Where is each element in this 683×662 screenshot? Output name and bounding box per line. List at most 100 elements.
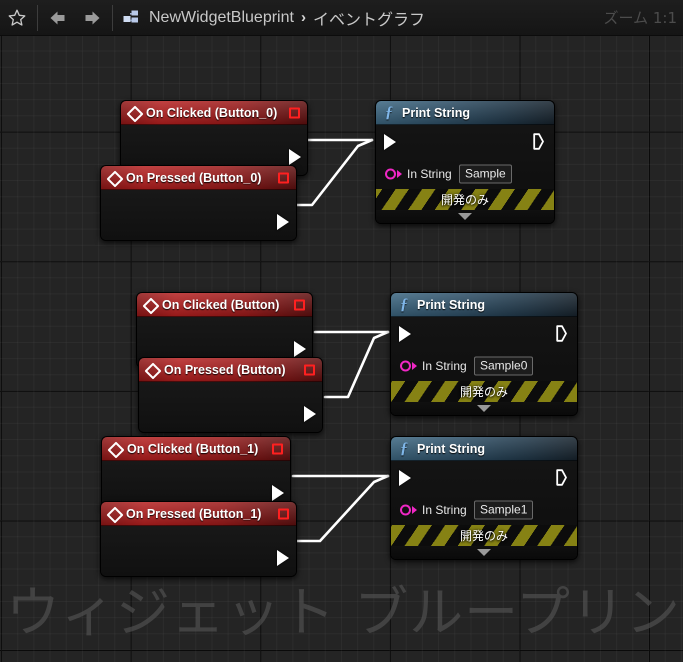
in-string-value-field[interactable]: Sample0: [474, 356, 534, 376]
node-header[interactable]: On Clicked (Button_1): [102, 437, 290, 461]
event-diamond-icon: [108, 508, 121, 521]
node-header[interactable]: ƒ Print String: [376, 101, 554, 125]
exec-input-pin[interactable]: [399, 326, 411, 342]
node-collapse-toggle[interactable]: [376, 210, 554, 223]
development-only-label: 開発のみ: [440, 193, 489, 207]
node-title: Print String: [417, 298, 486, 312]
event-diamond-icon: [144, 299, 157, 312]
in-string-label: In String: [422, 503, 467, 517]
in-string-pin-row: In String Sample1: [391, 495, 577, 525]
function-f-icon: ƒ: [400, 440, 408, 457]
event-diamond-icon: [109, 443, 122, 456]
node-header[interactable]: On Pressed (Button): [139, 358, 322, 382]
breadcrumb-separator-icon: ›: [300, 9, 306, 26]
exec-input-pin[interactable]: [384, 134, 396, 150]
in-string-pin[interactable]: [400, 504, 411, 516]
node-title: On Clicked (Button_1): [127, 442, 259, 456]
zoom-level-label: ズーム 1:1: [603, 9, 677, 27]
event-node-on-clicked-button-1[interactable]: On Clicked (Button_1): [101, 436, 291, 512]
event-node-on-pressed-button-1[interactable]: On Pressed (Button_1): [100, 501, 297, 577]
editor-toolbar: NewWidgetBlueprint › イベントグラフ ズーム 1:1: [0, 0, 683, 36]
pin-arrow-icon: [397, 170, 402, 178]
function-f-icon: ƒ: [400, 296, 408, 313]
development-only-label: 開発のみ: [459, 385, 508, 399]
in-string-pin-row: In String Sample0: [391, 351, 577, 381]
star-icon: [8, 9, 26, 26]
exec-output-pin[interactable]: [294, 341, 306, 357]
node-body: In String Sample 開発のみ: [376, 125, 554, 223]
node-title: Print String: [402, 106, 471, 120]
toolbar-separator: [37, 4, 38, 31]
in-string-pin[interactable]: [385, 168, 396, 180]
node-title: On Pressed (Button): [164, 363, 286, 377]
exec-pin-row: [391, 461, 577, 495]
event-node-on-pressed-button-0[interactable]: On Pressed (Button_0): [100, 165, 297, 241]
exec-pin-row: [391, 317, 577, 351]
exec-pin-row: [376, 125, 554, 159]
in-string-pin-row: In String Sample: [376, 159, 554, 189]
in-string-label: In String: [407, 167, 452, 181]
function-f-icon: ƒ: [385, 104, 393, 121]
event-diamond-icon: [128, 107, 141, 120]
node-header[interactable]: On Pressed (Button_1): [101, 502, 296, 526]
exec-output-pin[interactable]: [556, 469, 567, 486]
function-node-print-string-1[interactable]: ƒ Print String In String Sample 開発のみ: [375, 100, 555, 224]
node-header[interactable]: ƒ Print String: [391, 293, 577, 317]
breadcrumb-current[interactable]: イベントグラフ: [312, 9, 425, 29]
node-collapse-toggle[interactable]: [391, 546, 577, 559]
exec-output-pin[interactable]: [289, 149, 301, 165]
favorite-button[interactable]: [0, 1, 34, 35]
delegate-output-pin[interactable]: [304, 364, 315, 376]
blueprint-graph-icon: [123, 10, 138, 22]
forward-button[interactable]: [75, 1, 109, 35]
node-body: In String Sample1 開発のみ: [391, 461, 577, 559]
node-title: On Pressed (Button_0): [126, 171, 262, 185]
event-diamond-icon: [108, 172, 121, 185]
back-button[interactable]: [41, 1, 75, 35]
delegate-output-pin[interactable]: [278, 172, 289, 184]
event-node-on-clicked-button[interactable]: On Clicked (Button): [136, 292, 313, 368]
function-node-print-string-2[interactable]: ƒ Print String In String Sample0 開発のみ: [390, 292, 578, 416]
development-only-label: 開発のみ: [459, 529, 508, 543]
in-string-pin[interactable]: [400, 360, 411, 372]
event-node-on-pressed-button[interactable]: On Pressed (Button): [138, 357, 323, 433]
node-body: [101, 526, 296, 576]
graph-watermark: ウィジェット ブループリン: [6, 581, 681, 644]
node-body: [101, 190, 296, 240]
arrow-back-icon: [50, 11, 65, 24]
delegate-output-pin[interactable]: [272, 443, 283, 455]
arrow-forward-icon: [85, 11, 100, 24]
node-collapse-toggle[interactable]: [391, 402, 577, 415]
wire-exec: [286, 474, 390, 543]
node-header[interactable]: On Clicked (Button): [137, 293, 312, 317]
wire-exec: [323, 330, 390, 399]
in-string-value-field[interactable]: Sample: [459, 164, 512, 184]
function-node-print-string-3[interactable]: ƒ Print String In String Sample1 開発のみ: [390, 436, 578, 560]
node-header[interactable]: On Clicked (Button_0): [121, 101, 307, 125]
node-title: On Clicked (Button): [162, 298, 280, 312]
node-header[interactable]: ƒ Print String: [391, 437, 577, 461]
delegate-output-pin[interactable]: [278, 508, 289, 520]
exec-output-pin[interactable]: [272, 485, 284, 501]
in-string-value-field[interactable]: Sample1: [474, 500, 534, 520]
development-only-banner: 開発のみ: [391, 525, 577, 546]
event-diamond-icon: [146, 364, 159, 377]
node-header[interactable]: On Pressed (Button_0): [101, 166, 296, 190]
node-body: In String Sample0 開発のみ: [391, 317, 577, 415]
pin-arrow-icon: [412, 362, 417, 370]
exec-output-pin[interactable]: [277, 214, 289, 230]
exec-output-pin[interactable]: [304, 406, 316, 422]
breadcrumb: NewWidgetBlueprint › イベントグラフ: [122, 6, 604, 30]
breadcrumb-root[interactable]: NewWidgetBlueprint: [149, 8, 294, 26]
node-title: On Clicked (Button_0): [146, 106, 278, 120]
exec-output-pin[interactable]: [277, 550, 289, 566]
delegate-output-pin[interactable]: [289, 107, 300, 119]
node-title: On Pressed (Button_1): [126, 507, 262, 521]
pin-arrow-icon: [412, 506, 417, 514]
exec-output-pin[interactable]: [533, 133, 544, 150]
exec-input-pin[interactable]: [399, 470, 411, 486]
exec-output-pin[interactable]: [556, 325, 567, 342]
delegate-output-pin[interactable]: [294, 299, 305, 311]
development-only-banner: 開発のみ: [391, 381, 577, 402]
